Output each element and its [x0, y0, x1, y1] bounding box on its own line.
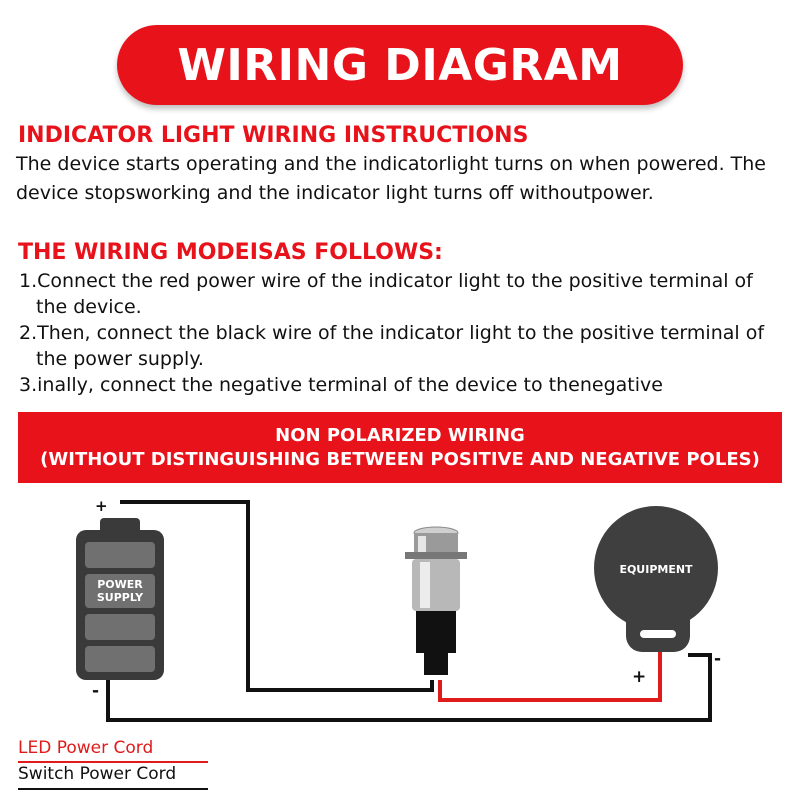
section1-text: The device starts operating and the indi…	[16, 153, 766, 204]
legend-switch-power-cord: Switch Power Cord	[18, 764, 176, 784]
step-item: 3.inally, connect the negative terminal …	[19, 374, 663, 396]
black-wires	[106, 500, 712, 722]
step-item: 2.Then, connect the black wire of the in…	[19, 322, 765, 370]
legend-switch-label: Switch Power Cord	[18, 764, 177, 784]
battery-label-line1: POWER	[97, 578, 143, 591]
legend-led-power-cord: LED Power Cord	[18, 738, 153, 758]
section2-heading: THE WIRING MODEISAS FOLLOWS:	[18, 240, 443, 265]
banner-line1: NON POLARIZED WIRING	[275, 424, 525, 446]
wiring-diagram: POWER SUPPLY + - EQUIPMENT + -	[76, 497, 721, 722]
battery-plus-label: +	[95, 497, 108, 515]
title-banner: WIRING DIAGRAM	[117, 25, 683, 105]
legend-led-label: LED Power Cord	[18, 738, 154, 758]
equipment-label: EQUIPMENT	[619, 563, 693, 576]
wiring-steps: 1.Connect the red power wire of the indi…	[16, 268, 786, 398]
battery-minus-label: -	[92, 681, 99, 701]
battery-icon	[76, 518, 164, 680]
legend-led-line	[18, 761, 208, 763]
non-polarized-banner: NON POLARIZED WIRING (WITHOUT DISTINGUIS…	[18, 412, 782, 483]
red-wire	[438, 650, 662, 702]
black-wire-battery-positive	[120, 500, 434, 692]
section1-heading: INDICATOR LIGHT WIRING INSTRUCTIONS	[18, 123, 529, 148]
legend-switch-line	[18, 788, 208, 790]
black-wire-negative-return	[106, 653, 712, 722]
page-title: WIRING DIAGRAM	[177, 39, 623, 91]
step-item: 1.Connect the red power wire of the indi…	[19, 270, 753, 318]
equipment-minus-label: -	[714, 649, 721, 669]
battery-label-line2: SUPPLY	[97, 591, 144, 604]
banner-line2: (WITHOUT DISTINGUISHING BETWEEN POSITIVE…	[40, 448, 760, 470]
equipment-icon	[594, 506, 718, 652]
equipment-plus-label: +	[632, 667, 646, 687]
indicator-light-icon	[405, 526, 467, 675]
